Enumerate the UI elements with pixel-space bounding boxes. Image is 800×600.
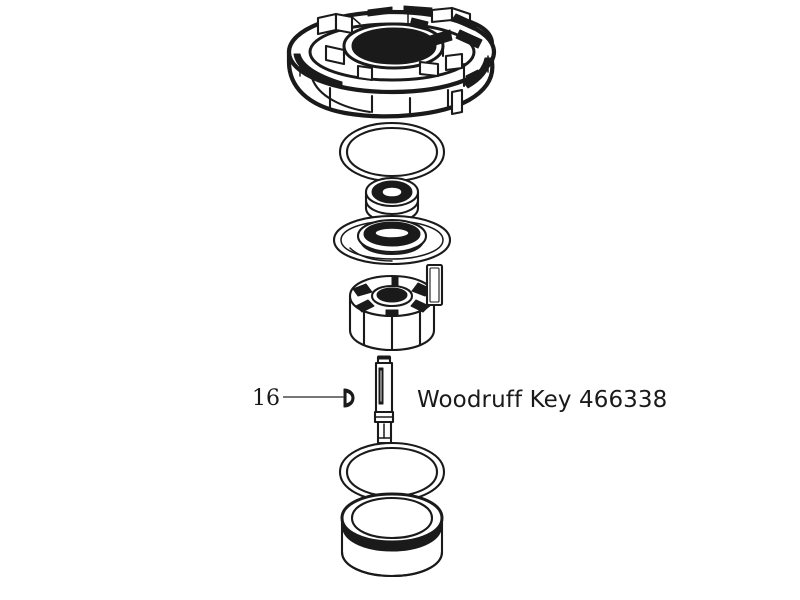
part-cup-housing <box>340 492 444 578</box>
part-keyed-shaft <box>373 355 395 445</box>
part-woodruff-key <box>343 388 355 408</box>
callout-part-label: Woodruff Key 466338 <box>417 387 667 413</box>
part-seal-retainer-flange <box>332 214 452 266</box>
part-vaned-rotor <box>348 274 436 352</box>
part-upper-oring <box>338 121 446 183</box>
part-flat-key <box>425 263 444 307</box>
part-gearcase-housing <box>286 5 497 119</box>
part-lower-oring <box>338 441 446 503</box>
callout-number: 16 <box>252 386 280 411</box>
